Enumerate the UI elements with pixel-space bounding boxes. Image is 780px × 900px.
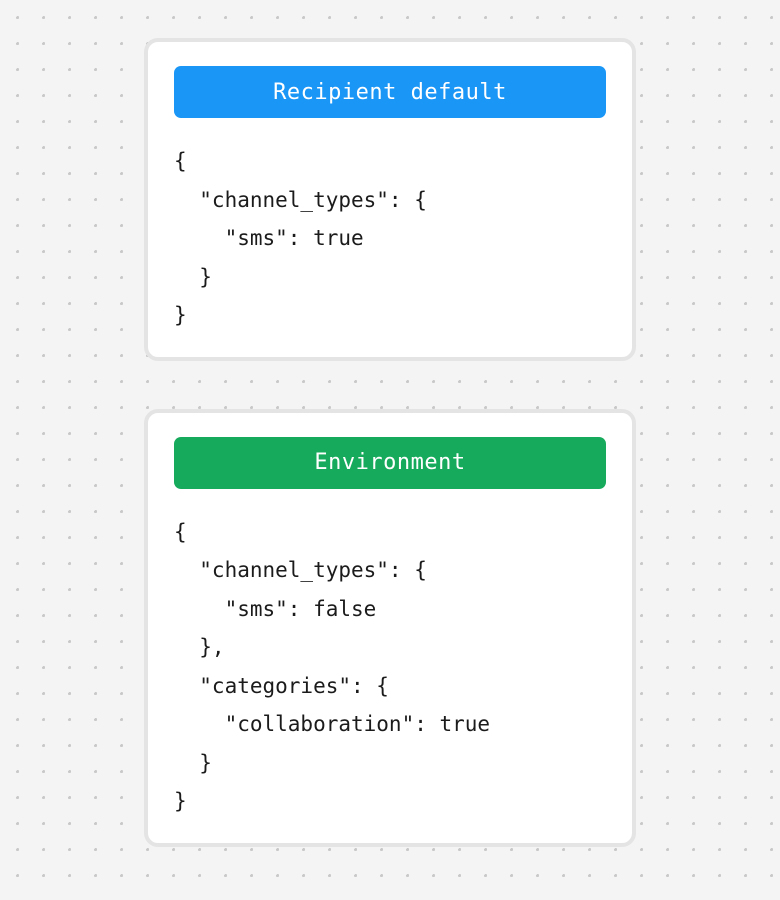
- card-environment[interactable]: Environment { "channel_types": { "sms": …: [144, 408, 636, 847]
- card-stack: Recipient default { "channel_types": { "…: [144, 38, 636, 847]
- card-recipient-default[interactable]: Recipient default { "channel_types": { "…: [144, 38, 636, 361]
- card-body-environment: { "channel_types": { "sms": false }, "ca…: [174, 519, 491, 814]
- card-header-environment[interactable]: Environment: [174, 436, 606, 489]
- card-header-recipient-default[interactable]: Recipient default: [174, 66, 606, 118]
- card-body-recipient-default: { "channel_types": { "sms": true } }: [174, 149, 427, 327]
